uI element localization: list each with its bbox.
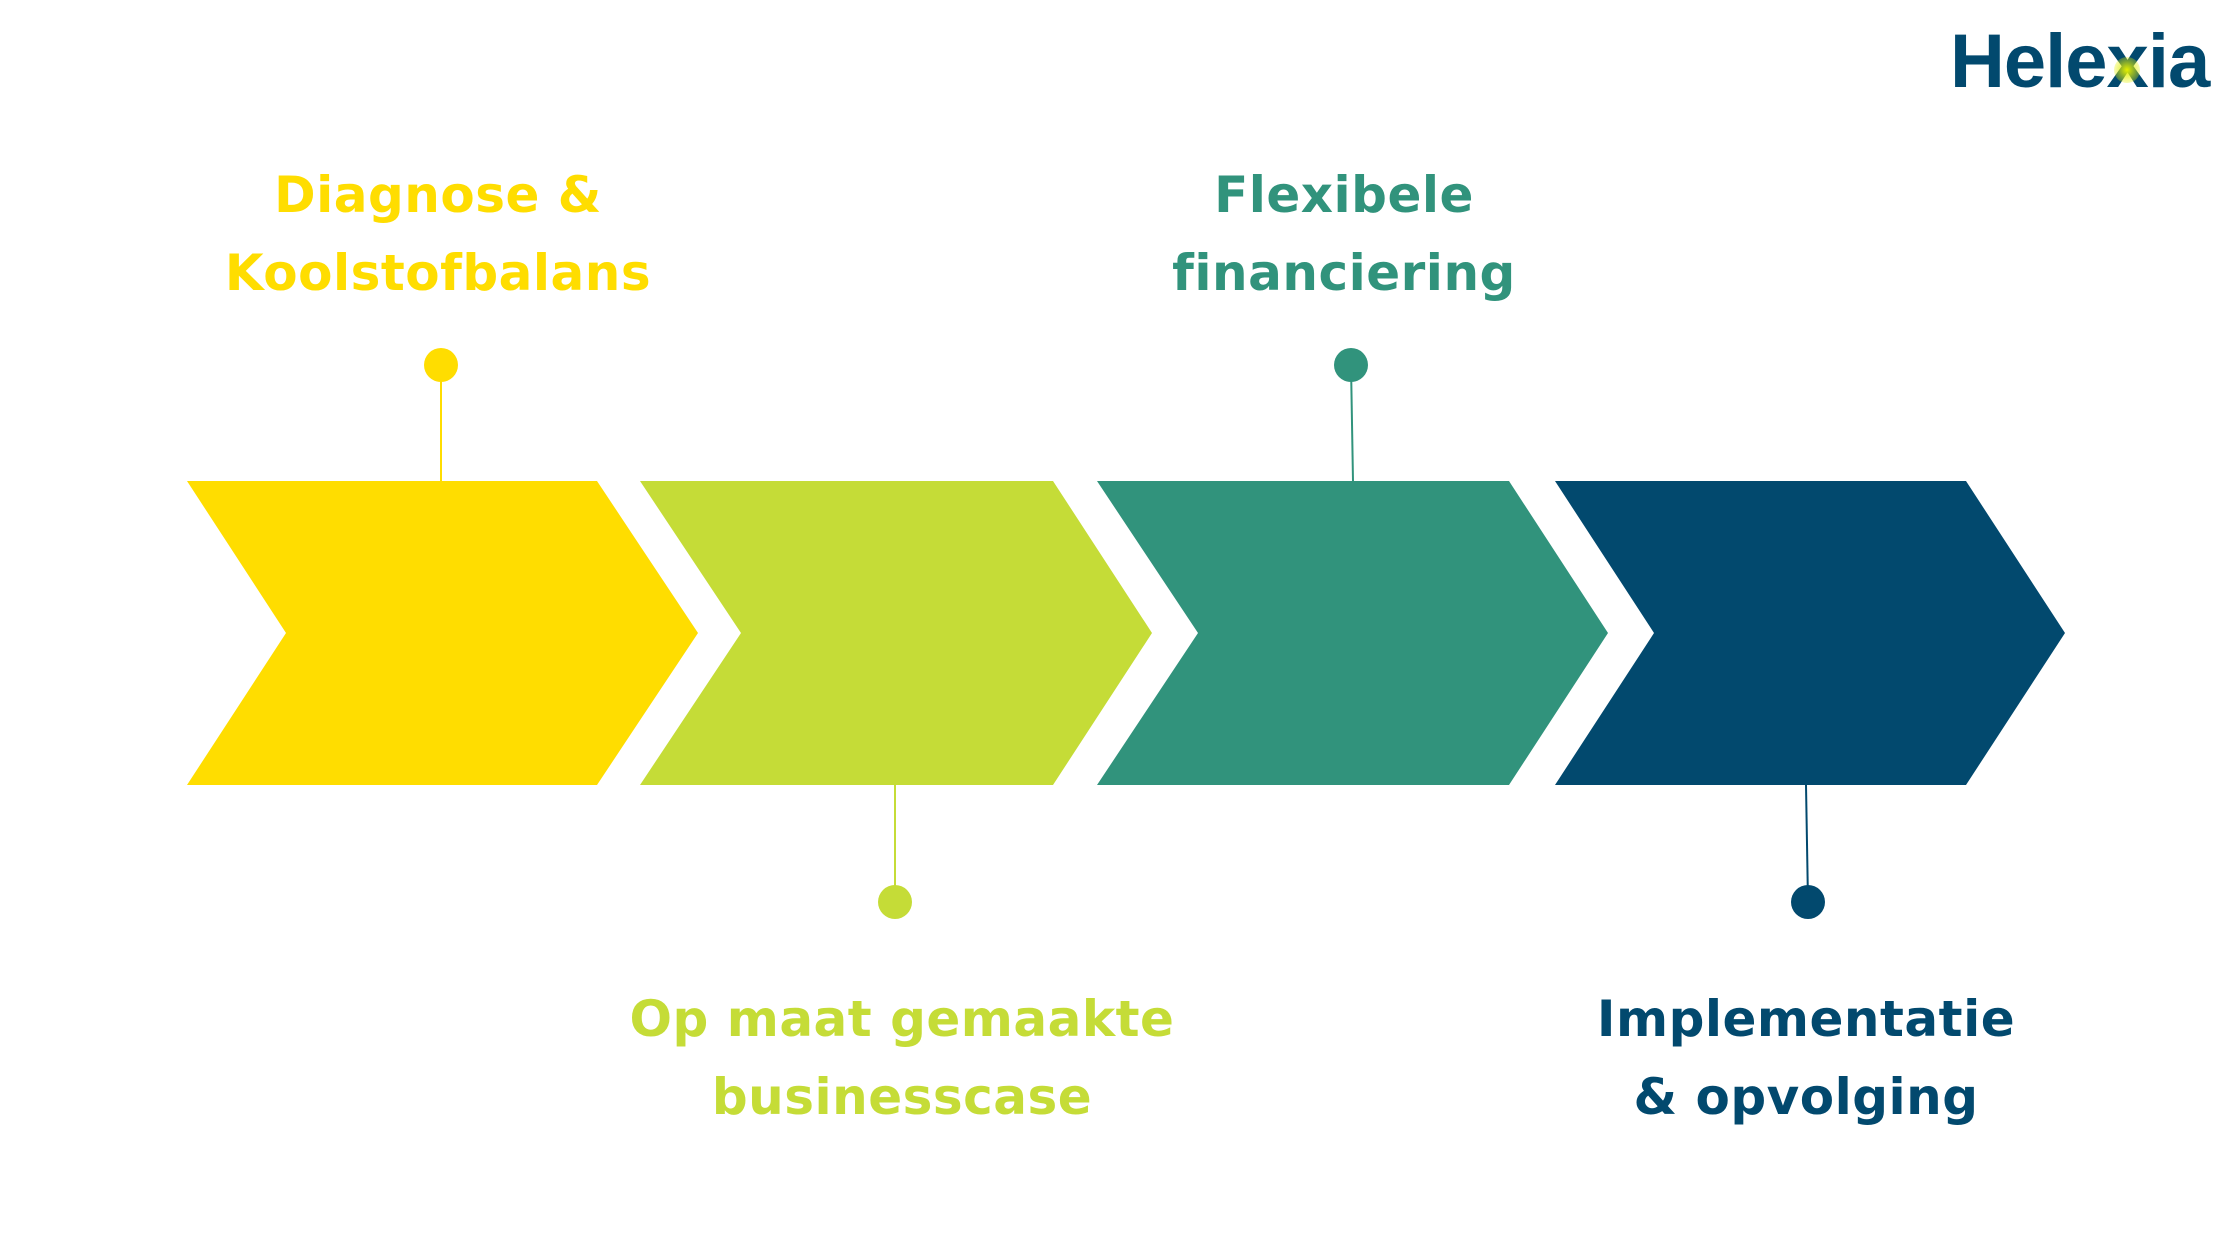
step-3-label: Flexibele financiering xyxy=(1044,156,1644,312)
step-2-label: Op maat gemaakte businesscase xyxy=(602,980,1202,1136)
step-1-label: Diagnose & Koolstofbalans xyxy=(138,156,738,312)
step-4-line1: Implementatie xyxy=(1596,990,2016,1048)
step-3-chevron xyxy=(1097,348,1608,785)
step-2-chevron xyxy=(640,481,1152,919)
step-3-marker xyxy=(1334,348,1368,382)
helexia-logo: Helexia xyxy=(1950,19,2210,104)
step-1-line1: Diagnose & xyxy=(274,166,602,224)
step-4-label: Implementatie & opvolging xyxy=(1506,980,2106,1136)
step-2-marker xyxy=(878,885,912,919)
step-2-line1: Op maat gemaakte xyxy=(629,990,1175,1048)
step-1-marker xyxy=(424,348,458,382)
step-1-chevron xyxy=(187,348,698,785)
step-4-marker xyxy=(1791,885,1825,919)
step-4-chevron xyxy=(1555,481,2065,919)
step-3-line1: Flexibele xyxy=(1214,166,1474,224)
step-2-line2: businesscase xyxy=(711,1068,1093,1126)
step-1-line2: Koolstofbalans xyxy=(224,244,652,302)
step-3-line2: financiering xyxy=(1172,244,1516,302)
step-4-line2: & opvolging xyxy=(1633,1068,1979,1126)
